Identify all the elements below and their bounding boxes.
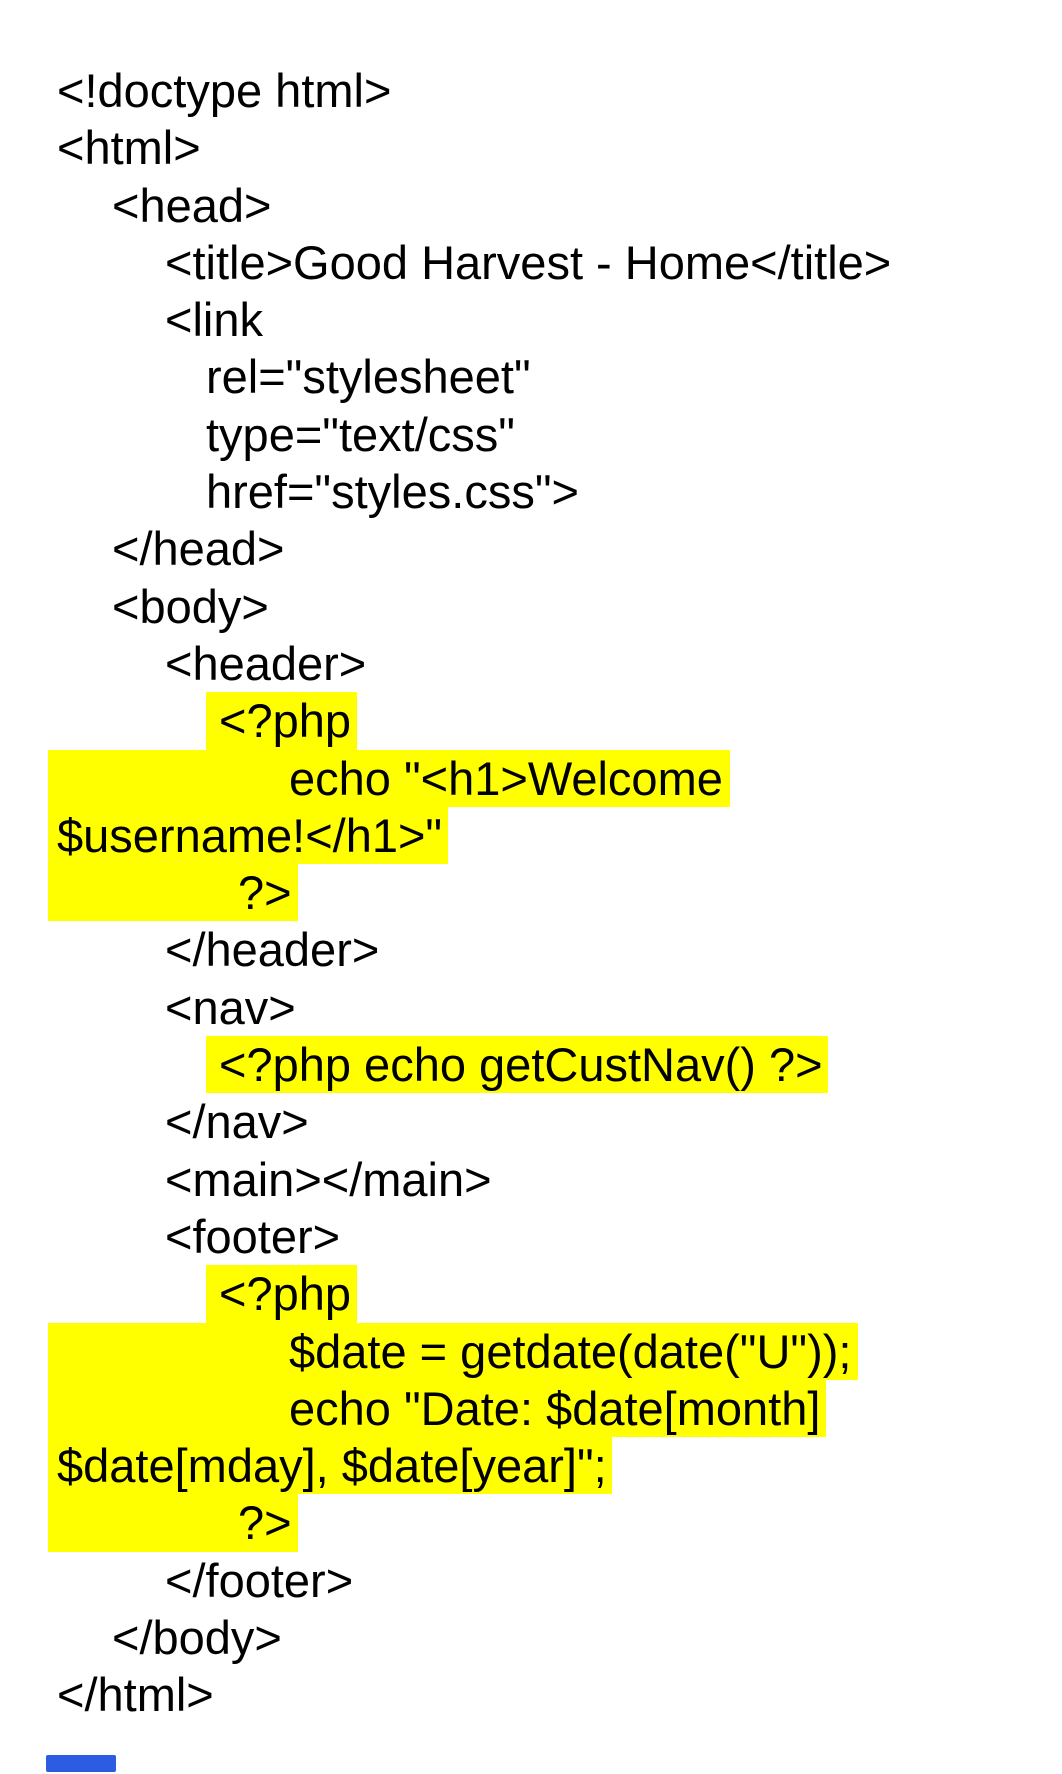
code-line: <title>Good Harvest - Home</title> — [0, 234, 1062, 291]
code-line: </header> — [0, 921, 1062, 978]
code-line: href="styles.css"> — [0, 463, 1062, 520]
code-text: <link — [165, 293, 263, 347]
code-line: rel="stylesheet" — [0, 348, 1062, 405]
code-line: <html> — [0, 119, 1062, 176]
highlight-rect — [48, 1437, 612, 1495]
code-text: </nav> — [165, 1095, 309, 1149]
code-line-php-open: <?php — [0, 692, 1062, 750]
code-text: echo "<h1>Welcome — [289, 751, 723, 805]
code-line: <main></main> — [0, 1151, 1062, 1208]
code-text: <!doctype html> — [57, 64, 392, 117]
code-line-php-open: <?php — [0, 1265, 1062, 1323]
highlight-rect — [206, 1036, 828, 1094]
code-text: ?> — [238, 1496, 292, 1550]
code-line: </head> — [0, 520, 1062, 577]
code-text: <nav> — [165, 980, 296, 1034]
code-line: <header> — [0, 635, 1062, 692]
code-text: <head> — [112, 178, 272, 232]
highlight-rect — [48, 1322, 858, 1380]
code-text: </head> — [112, 522, 285, 576]
code-line: type="text/css" — [0, 406, 1062, 463]
code-text: </header> — [165, 923, 380, 977]
code-line: </footer> — [0, 1552, 1062, 1609]
code-line: <footer> — [0, 1208, 1062, 1265]
code-line: </nav> — [0, 1093, 1062, 1150]
code-text: <?php echo getCustNav() ?> — [219, 1038, 823, 1092]
code-text: $date[mday], $date[year]"; — [57, 1439, 607, 1493]
code-line-php-echo: echo "Date: $date[month] — [0, 1379, 1062, 1438]
code-text: <title>Good Harvest - Home</title> — [165, 235, 892, 289]
code-text: href="styles.css"> — [206, 465, 579, 519]
code-text: </body> — [112, 1611, 282, 1665]
code-line: <nav> — [0, 979, 1062, 1036]
code-line: </html> — [0, 1666, 1062, 1723]
code-text: <footer> — [165, 1209, 341, 1263]
highlight-rect — [48, 1379, 826, 1438]
code-line: <head> — [0, 177, 1062, 234]
code-text: <html> — [57, 121, 201, 175]
highlight-rect — [48, 749, 730, 807]
code-text: <?php — [219, 694, 352, 748]
code-text: echo "Date: $date[month] — [289, 1381, 821, 1435]
code-line-php-wrapped: $username!</h1>" — [0, 806, 1062, 865]
code-line: <body> — [0, 578, 1062, 635]
code-text: $username!</h1>" — [57, 808, 443, 862]
code-line: <!doctype html> — [0, 62, 1062, 119]
code-line: </body> — [0, 1609, 1062, 1666]
highlight-rect — [48, 806, 448, 865]
code-line-php-close: ?> — [0, 1494, 1062, 1552]
code-text: </footer> — [165, 1553, 354, 1607]
highlight-rect — [48, 1494, 298, 1552]
code-line-php-echo: echo "<h1>Welcome — [0, 749, 1062, 807]
code-text: rel="stylesheet" — [206, 350, 531, 404]
code-text: <main></main> — [165, 1152, 492, 1206]
code-text: <header> — [165, 636, 367, 690]
code-line-php-date: $date = getdate(date("U")); — [0, 1322, 1062, 1380]
code-line-php-wrapped: $date[mday], $date[year]"; — [0, 1437, 1062, 1495]
code-line-php-nav: <?php echo getCustNav() ?> — [0, 1036, 1062, 1094]
code-text: <body> — [112, 579, 269, 633]
code-text: $date = getdate(date("U")); — [289, 1324, 852, 1378]
highlight-rect — [206, 1265, 357, 1323]
code-block: <!doctype html> <html> <head> <title>Goo… — [0, 62, 1062, 1724]
code-text: <?php — [219, 1267, 352, 1321]
highlight-rect — [48, 864, 298, 922]
highlight-rect — [206, 692, 357, 750]
code-text: type="text/css" — [206, 407, 515, 461]
blue-indicator-bar — [46, 1755, 116, 1772]
code-text: ?> — [238, 866, 292, 920]
code-line: <link — [0, 291, 1062, 348]
code-text: </html> — [57, 1668, 214, 1722]
code-line-php-close: ?> — [0, 864, 1062, 922]
